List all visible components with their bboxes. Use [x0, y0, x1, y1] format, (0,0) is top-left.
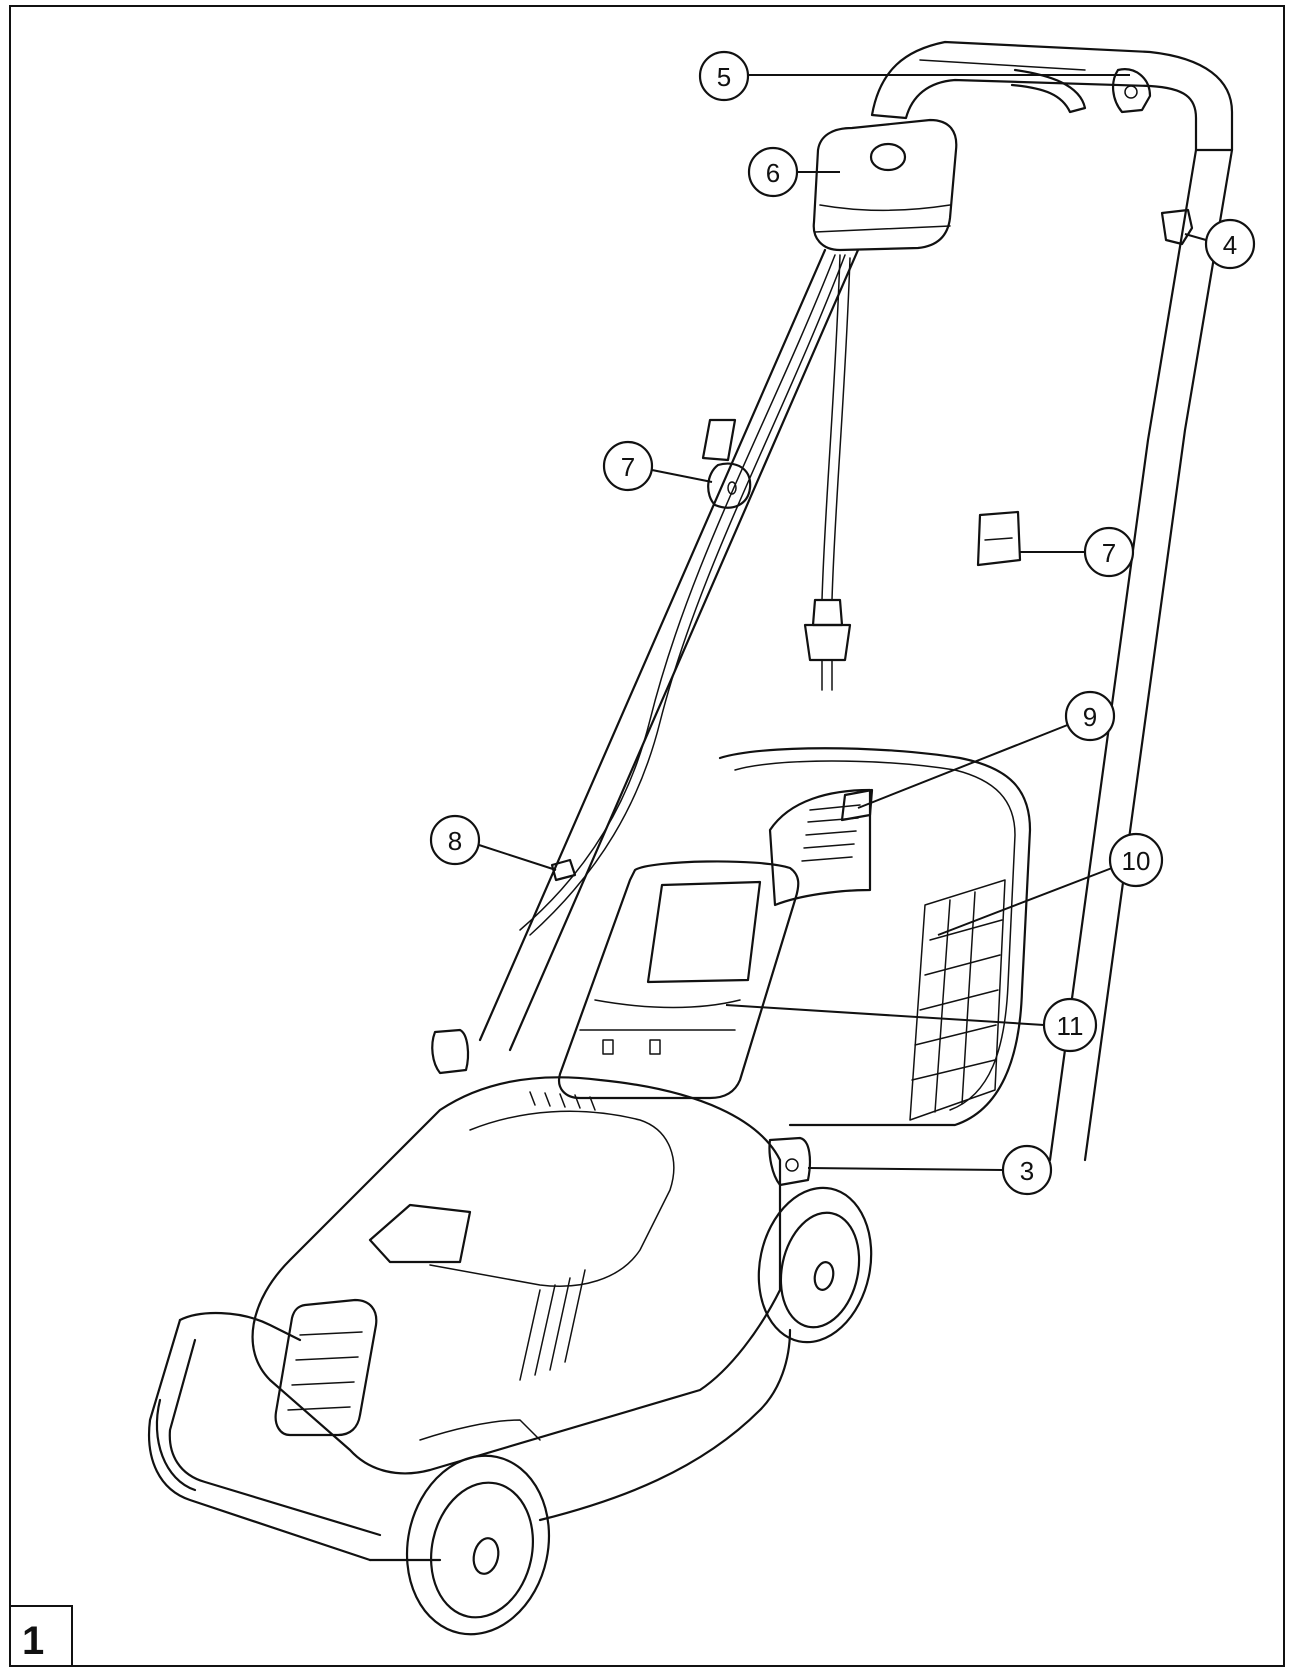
svg-text:7: 7	[1102, 538, 1116, 568]
grass-box-window-panel	[557, 860, 800, 1100]
left-cable-clip	[707, 462, 752, 509]
figure-number: 1	[22, 1619, 44, 1663]
left-handle-knob	[431, 1028, 470, 1075]
right-handle-bar	[976, 148, 1234, 1162]
callout-11: 11	[725, 997, 1098, 1053]
callout-7-right: 7	[1020, 526, 1135, 578]
height-adjust-knob	[768, 1136, 811, 1187]
grass-box-mesh	[909, 879, 1006, 1121]
callout-5: 5	[698, 50, 1130, 102]
mower-deck	[251, 1076, 782, 1475]
mower-base-shell	[148, 1312, 792, 1562]
svg-text:3: 3	[1020, 1156, 1034, 1186]
grass-collection-box	[718, 747, 1032, 1127]
power-cord-plug	[803, 254, 852, 691]
svg-text:7: 7	[621, 452, 635, 482]
svg-text:8: 8	[448, 826, 462, 856]
callout-9: 9	[857, 690, 1116, 809]
callout-8: 8	[429, 814, 557, 871]
left-handle-bar	[478, 248, 860, 1052]
callout-10: 10	[937, 832, 1164, 936]
handle-top-bar	[870, 40, 1234, 152]
callout-6: 6	[747, 146, 840, 198]
front-left-wheel	[405, 1454, 551, 1636]
svg-text:10: 10	[1122, 846, 1151, 876]
cable-clip	[550, 858, 577, 882]
svg-text:5: 5	[717, 62, 731, 92]
switch-box	[812, 118, 958, 252]
svg-text:11: 11	[1057, 1011, 1084, 1041]
callout-7-left: 7	[602, 440, 713, 492]
rear-right-wheel	[757, 1186, 873, 1344]
svg-text:4: 4	[1223, 230, 1237, 260]
diagram-frame	[9, 5, 1285, 1667]
svg-text:9: 9	[1083, 702, 1097, 732]
callout-4: 4	[1184, 218, 1256, 270]
svg-text:6: 6	[766, 158, 780, 188]
callout-3: 3	[807, 1144, 1053, 1196]
lawn-mower-illustration	[148, 40, 1234, 1636]
front-right-wheel-hint	[155, 1398, 197, 1492]
deck-vent-slots	[529, 1091, 596, 1111]
